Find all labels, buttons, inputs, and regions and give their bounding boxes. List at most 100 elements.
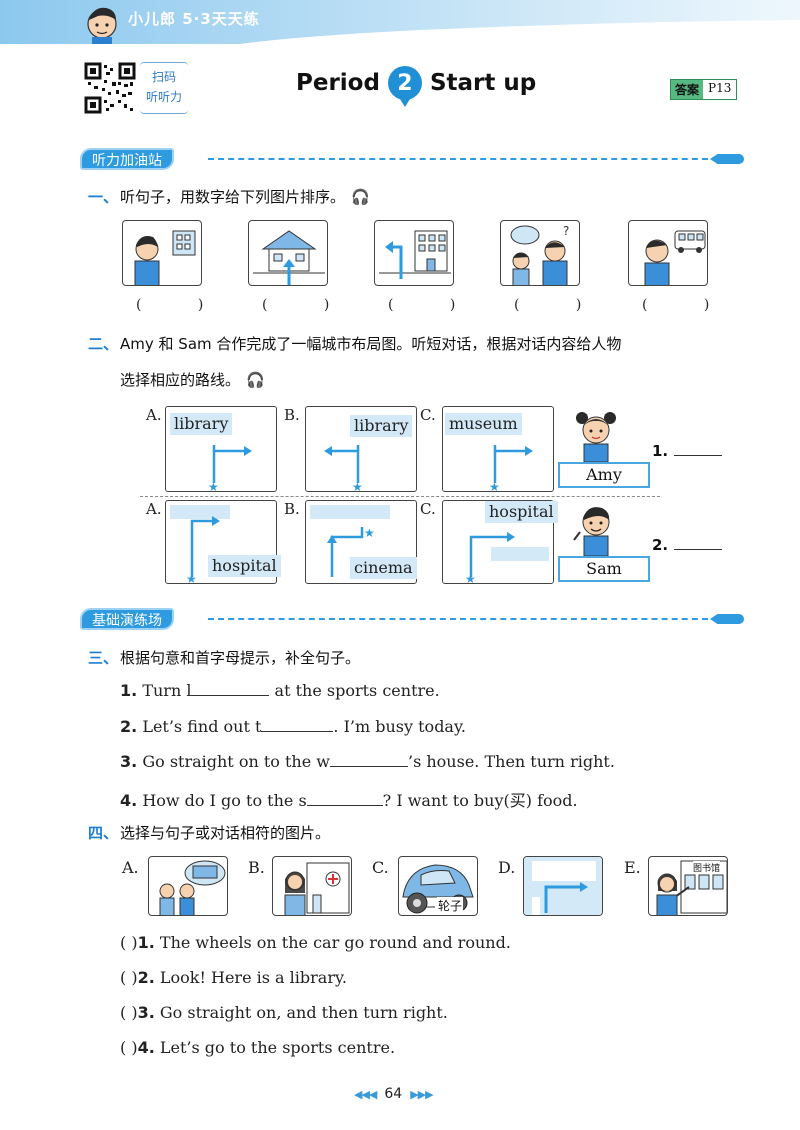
- qr-code-icon[interactable]: [84, 62, 136, 114]
- q3-sentence-4: 4. How do I go to the s? I want to buy(买…: [120, 787, 578, 811]
- person-name-sam: Sam: [558, 556, 650, 582]
- q4-choice-4: ( )4. Let’s go to the sports centre.: [120, 1038, 395, 1057]
- answer-blank-1[interactable]: 1.: [652, 442, 723, 460]
- map-place-label: museum: [445, 413, 522, 435]
- option-picture-e[interactable]: 图书馆: [648, 856, 728, 916]
- answer-parentheses[interactable]: ( ): [120, 968, 138, 987]
- answer-page: P13: [703, 80, 737, 99]
- map-option-row2-b[interactable]: cinema ★: [305, 500, 417, 584]
- option-picture-c[interactable]: 轮子: [398, 856, 478, 916]
- fill-blank[interactable]: [306, 790, 383, 806]
- svg-text:★: ★: [352, 480, 363, 493]
- item-number: 1.: [137, 933, 155, 952]
- choice-text: The wheels on the car go round and round…: [159, 933, 511, 952]
- answer-parentheses[interactable]: ( ): [120, 1003, 138, 1022]
- fill-blank[interactable]: [329, 751, 408, 767]
- section-header-listening: 听力加油站: [80, 148, 744, 170]
- section-header-practice: 基础演练场: [80, 608, 744, 630]
- pencil-icon: [710, 154, 744, 164]
- answer-label: 答案: [671, 80, 704, 99]
- sentence-end: at the sports centre.: [269, 681, 440, 700]
- route-arrow-icon: ★: [170, 505, 230, 585]
- section-label: 听力加油站: [80, 148, 174, 170]
- map-option-letter: B.: [284, 500, 300, 518]
- kids-sports-centre-icon: [159, 860, 226, 915]
- q1-blank-4[interactable]: ( ): [514, 297, 608, 313]
- question-text: 听句子，用数字给下列图片排序。: [120, 188, 346, 206]
- map-option-letter: C.: [420, 500, 436, 518]
- q4-choice-1: ( )1. The wheels on the car go round and…: [120, 933, 511, 952]
- svg-text:★: ★: [364, 526, 375, 540]
- fill-blank[interactable]: [261, 716, 334, 732]
- question-number: 二、: [88, 335, 119, 353]
- item-number: 3.: [120, 752, 138, 771]
- answer-parentheses[interactable]: ( ): [120, 1038, 138, 1057]
- route-arrow-icon: ★: [208, 445, 252, 493]
- q1-blank-5[interactable]: ( ): [642, 297, 736, 313]
- map-place-label: hospital: [485, 501, 558, 523]
- map-place-label: library: [350, 415, 413, 437]
- svg-text:★: ★: [465, 572, 476, 585]
- map-option-row2-a[interactable]: hospital ★: [165, 500, 281, 585]
- q1-blank-3[interactable]: ( ): [388, 297, 482, 313]
- map-option-letter: B.: [284, 406, 300, 424]
- answer-parentheses[interactable]: ( ): [120, 933, 138, 952]
- answer-underline[interactable]: [674, 442, 723, 456]
- building-turn-left-icon: [379, 230, 451, 279]
- sentence-end: ’s house. Then turn right.: [407, 752, 615, 771]
- answer-number: 2.: [652, 536, 669, 554]
- q4-choice-2: ( )2. Look! Here is a library.: [120, 968, 347, 987]
- sentence-start: Turn l: [142, 681, 192, 700]
- option-picture-b[interactable]: [272, 856, 352, 916]
- q1-picture-1: [122, 220, 202, 286]
- q1-picture-2: [248, 220, 328, 286]
- item-number: 4.: [137, 1038, 155, 1057]
- q1-picture-4: ?: [500, 220, 580, 286]
- girl-hospital-icon: [284, 862, 350, 915]
- map-option-row1-a[interactable]: library ★: [165, 406, 277, 493]
- route-arrow-icon: ★: [324, 445, 363, 493]
- question-text-line-2: 选择相应的路线。: [120, 371, 241, 389]
- q1-blank-2[interactable]: ( ): [262, 297, 356, 313]
- choice-text: Let’s go to the sports centre.: [159, 1038, 396, 1057]
- page-number-value: 64: [384, 1086, 403, 1102]
- question-text: 根据句意和首字母提示，补全句子。: [120, 649, 361, 667]
- option-picture-d[interactable]: [523, 856, 603, 916]
- right-arrows-icon: ▶▶▶: [410, 1087, 433, 1101]
- item-number: 2.: [120, 717, 138, 736]
- map-option-row2-c[interactable]: hospital ★: [442, 500, 558, 585]
- title-period-word: Period: [296, 70, 380, 96]
- sentence-end: ? I want to buy(买) food.: [382, 791, 578, 810]
- period-number-badge: 2: [387, 66, 422, 107]
- girl-amy-icon: [576, 412, 616, 462]
- svg-text:★: ★: [186, 572, 197, 585]
- library-sign: 图书馆: [693, 861, 721, 874]
- route-arrow-icon: ★: [310, 505, 390, 577]
- route-arrow-icon: ★: [465, 532, 549, 585]
- question-text-line-1: Amy 和 Sam 合作完成了一幅城市布局图。听短对话，根据对话内容给人物: [120, 335, 622, 353]
- map-place-label: cinema: [350, 557, 417, 579]
- boy-mascot-icon: [87, 7, 117, 44]
- choice-text: Look! Here is a library.: [159, 968, 347, 987]
- sentence-end: . I’m busy today.: [333, 717, 466, 736]
- section-dashed-line: [208, 158, 718, 160]
- map-option-row1-b[interactable]: library ★: [305, 406, 417, 493]
- map-option-row1-c[interactable]: museum ★: [442, 406, 554, 493]
- option-letter: B.: [248, 858, 265, 877]
- fill-blank[interactable]: [191, 680, 270, 696]
- pencil-icon: [710, 614, 744, 624]
- q1-blank-1[interactable]: ( ): [136, 297, 230, 313]
- house-arrow-icon: [253, 230, 325, 285]
- option-letter: C.: [372, 858, 389, 877]
- item-number: 4.: [120, 791, 138, 810]
- answer-blank-2[interactable]: 2.: [652, 536, 723, 554]
- item-number: 3.: [137, 1003, 155, 1022]
- question-1-heading: 一、 听句子，用数字给下列图片排序。 🎧: [88, 186, 370, 207]
- answer-page-tag: 答案 P13: [670, 79, 738, 100]
- section-label: 基础演练场: [80, 608, 174, 630]
- answer-underline[interactable]: [674, 536, 723, 550]
- q1-picture-5: [628, 220, 708, 286]
- option-picture-a[interactable]: [148, 856, 228, 916]
- row-divider: [140, 496, 660, 497]
- scan-line-1: 扫码: [151, 70, 176, 84]
